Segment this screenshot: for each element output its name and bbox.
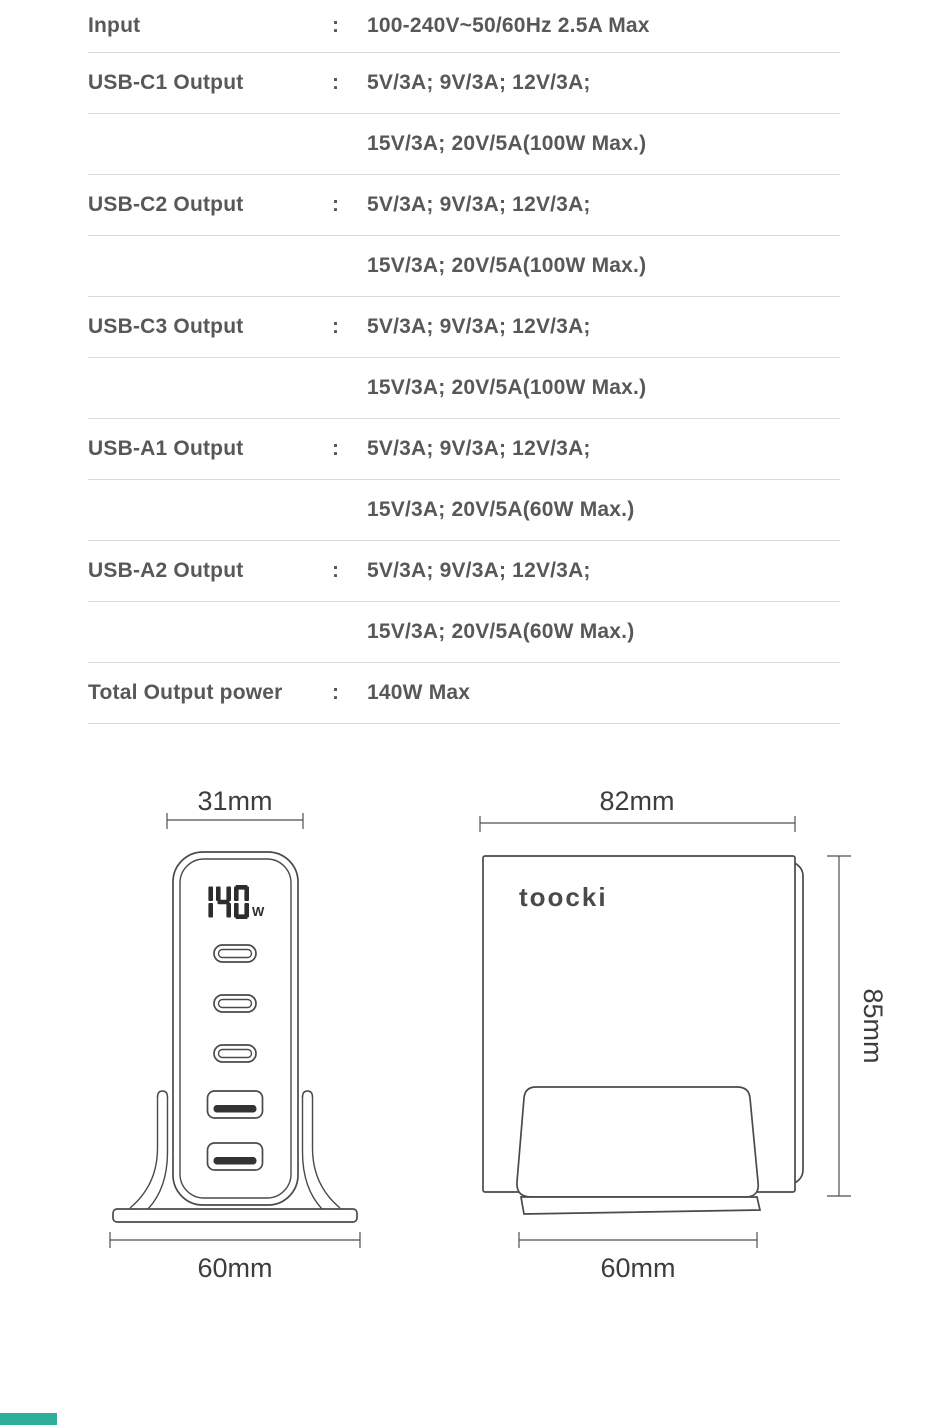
usb-c-port-2 — [213, 994, 257, 1013]
front-view-drawing: 31mm W — [109, 786, 361, 1283]
spec-colon: : — [332, 315, 340, 338]
spec-row: USB-C3 Output: 5V/3A; 9V/3A; 12V/3A; — [88, 297, 840, 358]
front-width-label: 31mm — [197, 786, 272, 816]
usb-a-port-1 — [206, 1090, 264, 1119]
spec-row: Total Output power: 140W Max — [88, 663, 840, 724]
spec-colon: : — [332, 681, 340, 704]
spec-row: 15V/3A; 20V/5A(100W Max.) — [88, 358, 840, 419]
spec-label: USB-C1 Output — [88, 71, 244, 94]
usb-c-port-1 — [213, 944, 257, 963]
spec-colon: : — [332, 14, 340, 37]
spec-row: USB-A2 Output: 5V/3A; 9V/3A; 12V/3A; — [88, 541, 840, 602]
spec-label: USB-A2 Output — [88, 559, 244, 582]
spec-label: Input — [88, 14, 141, 37]
spec-row: USB-C1 Output: 5V/3A; 9V/3A; 12V/3A; — [88, 53, 840, 114]
spec-value: 15V/3A; 20V/5A(60W Max.) — [367, 620, 635, 643]
usb-a-port-2 — [206, 1142, 264, 1171]
spec-colon: : — [332, 193, 340, 216]
spec-row: 15V/3A; 20V/5A(100W Max.) — [88, 236, 840, 297]
spec-row: Input: 100-240V~50/60Hz 2.5A Max — [88, 0, 840, 53]
spec-value: 5V/3A; 9V/3A; 12V/3A; — [367, 437, 591, 460]
spec-value: 140W Max — [367, 681, 471, 704]
spec-value: 5V/3A; 9V/3A; 12V/3A; — [367, 315, 591, 338]
spec-value: 5V/3A; 9V/3A; 12V/3A; — [367, 193, 591, 216]
spec-row: USB-A1 Output: 5V/3A; 9V/3A; 12V/3A; — [88, 419, 840, 480]
side-height-dimension: 85mm — [827, 855, 888, 1197]
front-base-dimension: 60mm — [109, 1232, 361, 1283]
wattage-display — [208, 885, 249, 919]
usb-c-port-3 — [213, 1044, 257, 1063]
charger-body-outline — [172, 851, 299, 1206]
side-height-label: 85mm — [858, 988, 888, 1063]
spec-value: 15V/3A; 20V/5A(100W Max.) — [367, 376, 647, 399]
brand-logo: toocki — [519, 882, 608, 912]
spec-label: Total Output power — [88, 681, 283, 704]
front-width-dimension: 31mm — [166, 786, 304, 829]
spec-row: 15V/3A; 20V/5A(100W Max.) — [88, 114, 840, 175]
side-base-dimension: 60mm — [518, 1232, 758, 1283]
charger-stand-side — [516, 1086, 762, 1215]
charger-face-outline — [179, 858, 292, 1199]
spec-value: 100-240V~50/60Hz 2.5A Max — [367, 14, 650, 37]
page-accent-strip — [0, 1413, 57, 1425]
wattage-unit: W — [252, 904, 265, 919]
spec-colon: : — [332, 437, 340, 460]
charger-stand-front — [112, 1090, 358, 1223]
spec-row: 15V/3A; 20V/5A(60W Max.) — [88, 480, 840, 541]
front-base-label: 60mm — [197, 1253, 272, 1283]
spec-colon: : — [332, 71, 340, 94]
side-width-dimension: 82mm — [479, 786, 796, 832]
side-base-label: 60mm — [600, 1253, 675, 1283]
spec-value: 5V/3A; 9V/3A; 12V/3A; — [367, 71, 591, 94]
spec-value: 15V/3A; 20V/5A(100W Max.) — [367, 132, 647, 155]
spec-value: 15V/3A; 20V/5A(60W Max.) — [367, 498, 635, 521]
dimension-drawings: 31mm W — [109, 786, 888, 1283]
spec-value: 15V/3A; 20V/5A(100W Max.) — [367, 254, 647, 277]
spec-colon: : — [332, 559, 340, 582]
side-view-drawing: 82mm toocki 85mm 60mm — [479, 786, 888, 1283]
spec-label: USB-A1 Output — [88, 437, 244, 460]
side-width-label: 82mm — [599, 786, 674, 816]
spec-label: USB-C2 Output — [88, 193, 244, 216]
spec-value: 5V/3A; 9V/3A; 12V/3A; — [367, 559, 591, 582]
spec-row: USB-C2 Output: 5V/3A; 9V/3A; 12V/3A; — [88, 175, 840, 236]
spec-label: USB-C3 Output — [88, 315, 244, 338]
spec-row: 15V/3A; 20V/5A(60W Max.) — [88, 602, 840, 663]
